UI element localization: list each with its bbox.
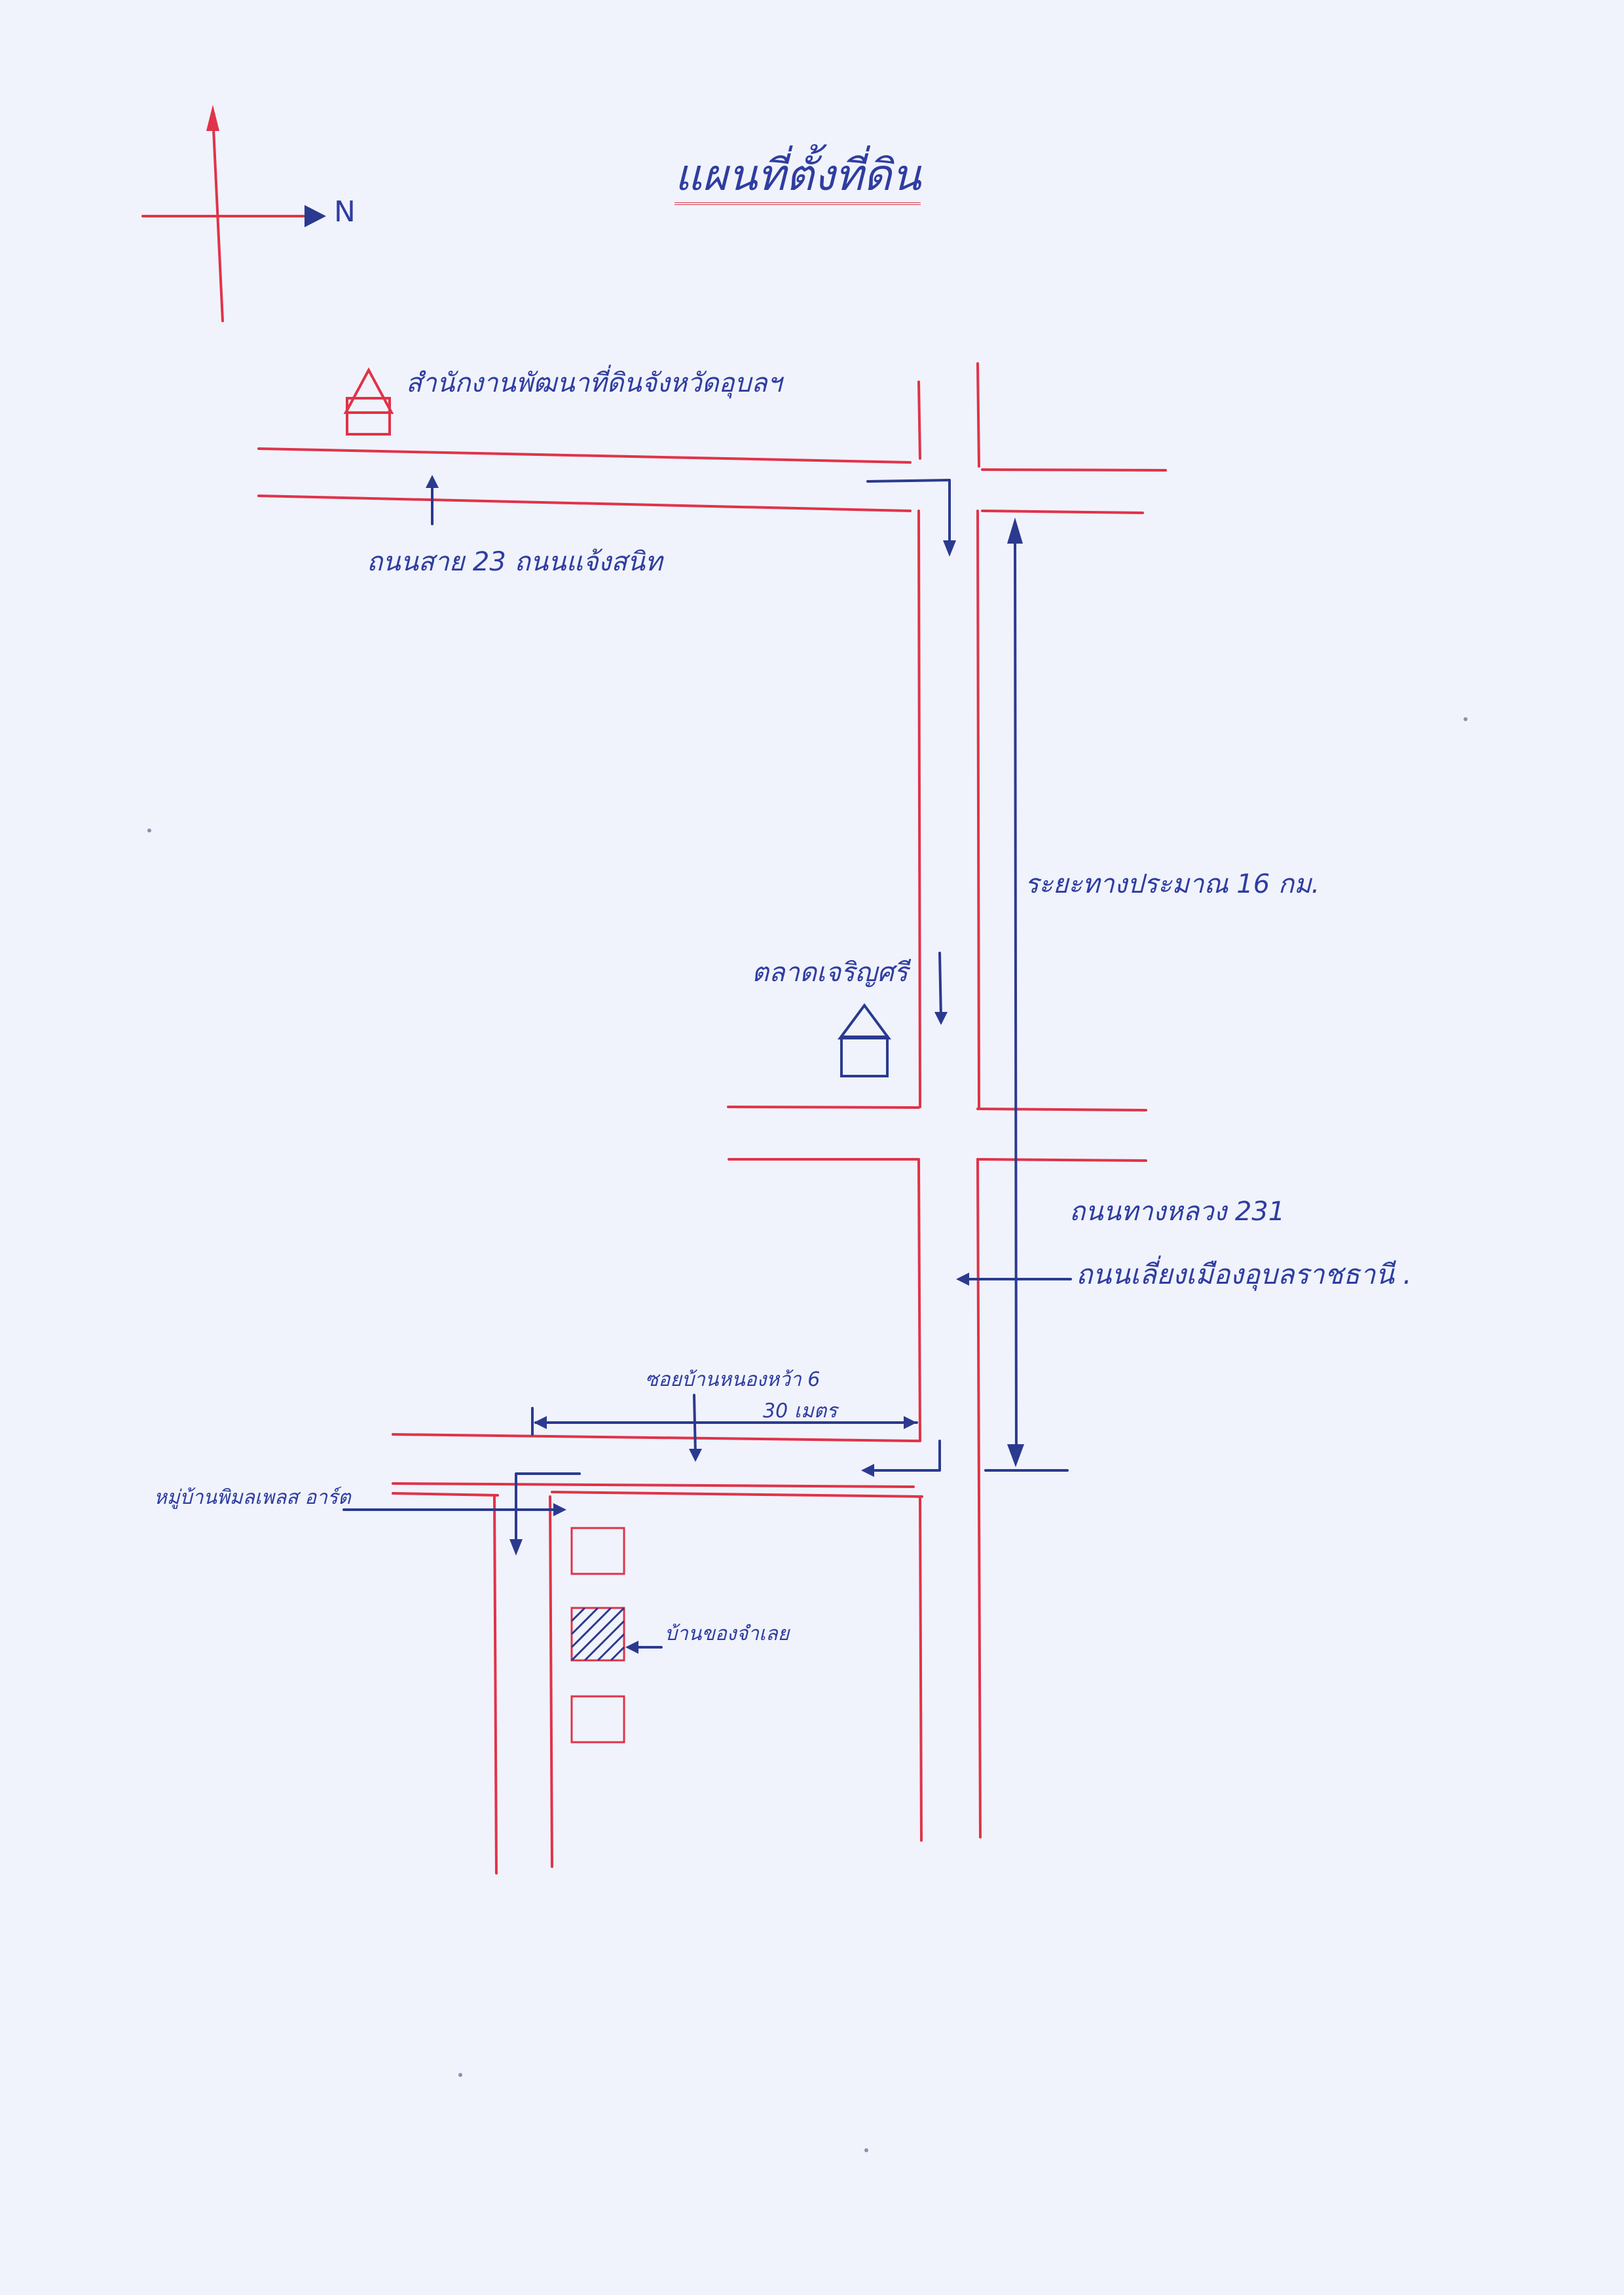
road-23-label: ถนนสาย 23 ถนนแจ้งสนิท — [367, 547, 663, 577]
compass-icon — [141, 105, 326, 322]
road-23-lines — [257, 362, 1167, 514]
market-building-icon — [838, 1003, 891, 1077]
soi-lines — [392, 1433, 923, 1875]
office-building-icon — [343, 367, 394, 436]
paper-speck — [864, 2148, 868, 2152]
map-title: แผนที่ตั้งที่ดิน — [674, 154, 921, 205]
market-label: ตลาดเจริญศรี — [752, 958, 908, 988]
annotation-arrows — [342, 475, 1072, 1654]
cross-road-lines — [727, 1106, 1147, 1162]
paper-speck — [147, 829, 151, 832]
paper-speck — [1464, 717, 1467, 721]
house-label: บ้านของจำเลย — [665, 1622, 790, 1645]
highway-231-label: ถนนทางหลวง 231 — [1069, 1197, 1285, 1227]
soi-distance-label: 30 เมตร — [763, 1400, 838, 1423]
distance-label: ระยะทางประมาณ 16 กม. — [1025, 869, 1320, 899]
highway-231-lines — [917, 510, 982, 1838]
house-plot-icon — [570, 1527, 625, 1744]
soi-label: ซอยบ้านหนองหว้า 6 — [645, 1368, 821, 1391]
bypass-label: ถนนเลี่ยงเมืองอุบลราชธานี . — [1076, 1258, 1412, 1290]
paper-speck — [458, 2073, 462, 2077]
office-label: สำนักงานพัฒนาที่ดินจังหวัดอุบลฯ — [406, 368, 782, 398]
village-label: หมู่บ้านพิมลเพลส อาร์ต — [154, 1486, 351, 1509]
north-label: N — [334, 195, 356, 229]
